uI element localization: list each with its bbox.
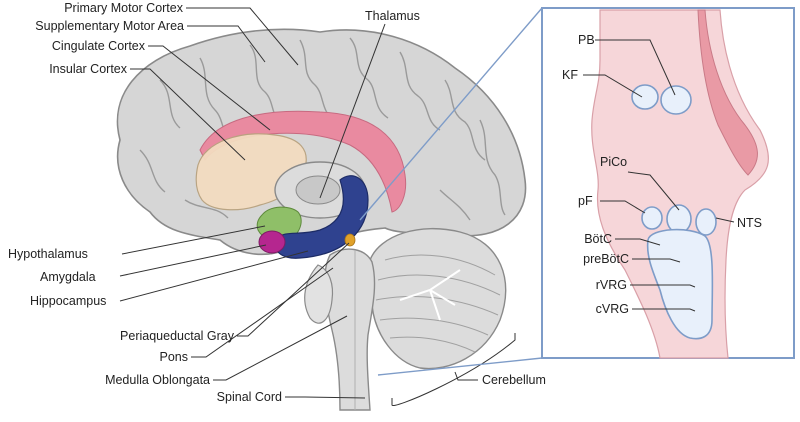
cerebellum-bracket	[391, 333, 516, 407]
label-insular-cortex: Insular Cortex	[49, 62, 128, 76]
pico-nucleus	[666, 204, 692, 234]
brainstem	[324, 248, 376, 411]
kf-nucleus	[631, 84, 659, 110]
label-supplementary-motor-area: Supplementary Motor Area	[35, 19, 184, 33]
pons-bulge	[304, 264, 334, 324]
label-pb: PB	[578, 33, 595, 47]
label-nts: NTS	[737, 216, 762, 230]
label-periaqueductal-gray: Periaqueductal Gray	[120, 329, 235, 343]
label-spinal-cord: Spinal Cord	[217, 390, 282, 404]
label-kf: KF	[562, 68, 578, 82]
vrg-column	[646, 228, 714, 340]
inset-connector-bottom	[377, 357, 543, 376]
brain-labels: Primary Motor Cortex Supplementary Motor…	[8, 1, 546, 404]
label-prebotc: preBötC	[583, 252, 629, 266]
label-amygdala: Amygdala	[40, 270, 96, 284]
label-primary-motor-cortex: Primary Motor Cortex	[64, 1, 184, 15]
cerebellum-folia	[375, 254, 501, 353]
label-cvrg: cVRG	[596, 302, 629, 316]
pf-nucleus	[641, 206, 663, 230]
label-rvrg: rVRG	[596, 278, 627, 292]
label-hypothalamus: Hypothalamus	[8, 247, 88, 261]
inset-brainstem	[591, 9, 769, 359]
label-hippocampus: Hippocampus	[30, 294, 106, 308]
label-pf: pF	[578, 194, 593, 208]
hippocampus	[274, 175, 369, 259]
inset-connector-top	[359, 7, 543, 221]
cerebral-cortex	[116, 28, 527, 256]
label-pons: Pons	[160, 350, 189, 364]
label-pico: PiCo	[600, 155, 627, 169]
brain	[116, 28, 527, 411]
leader-lines	[119, 7, 735, 399]
periaqueductal-gray	[344, 233, 356, 247]
label-cerebellum: Cerebellum	[482, 373, 546, 387]
inset-labels: PB KF PiCo pF NTS BötC preBötC rVRG cVRG	[562, 33, 762, 316]
label-thalamus: Thalamus	[365, 9, 420, 23]
pb-nucleus	[660, 85, 692, 115]
label-botc: BötC	[584, 232, 612, 246]
arbor-vitae	[399, 269, 461, 321]
inset-brainstem-rim	[697, 9, 758, 176]
thalamus-inner	[295, 175, 341, 205]
amygdala	[258, 230, 286, 254]
nts-nucleus	[695, 208, 717, 236]
label-medulla-oblongata: Medulla Oblongata	[105, 373, 210, 387]
label-cingulate-cortex: Cingulate Cortex	[52, 39, 146, 53]
